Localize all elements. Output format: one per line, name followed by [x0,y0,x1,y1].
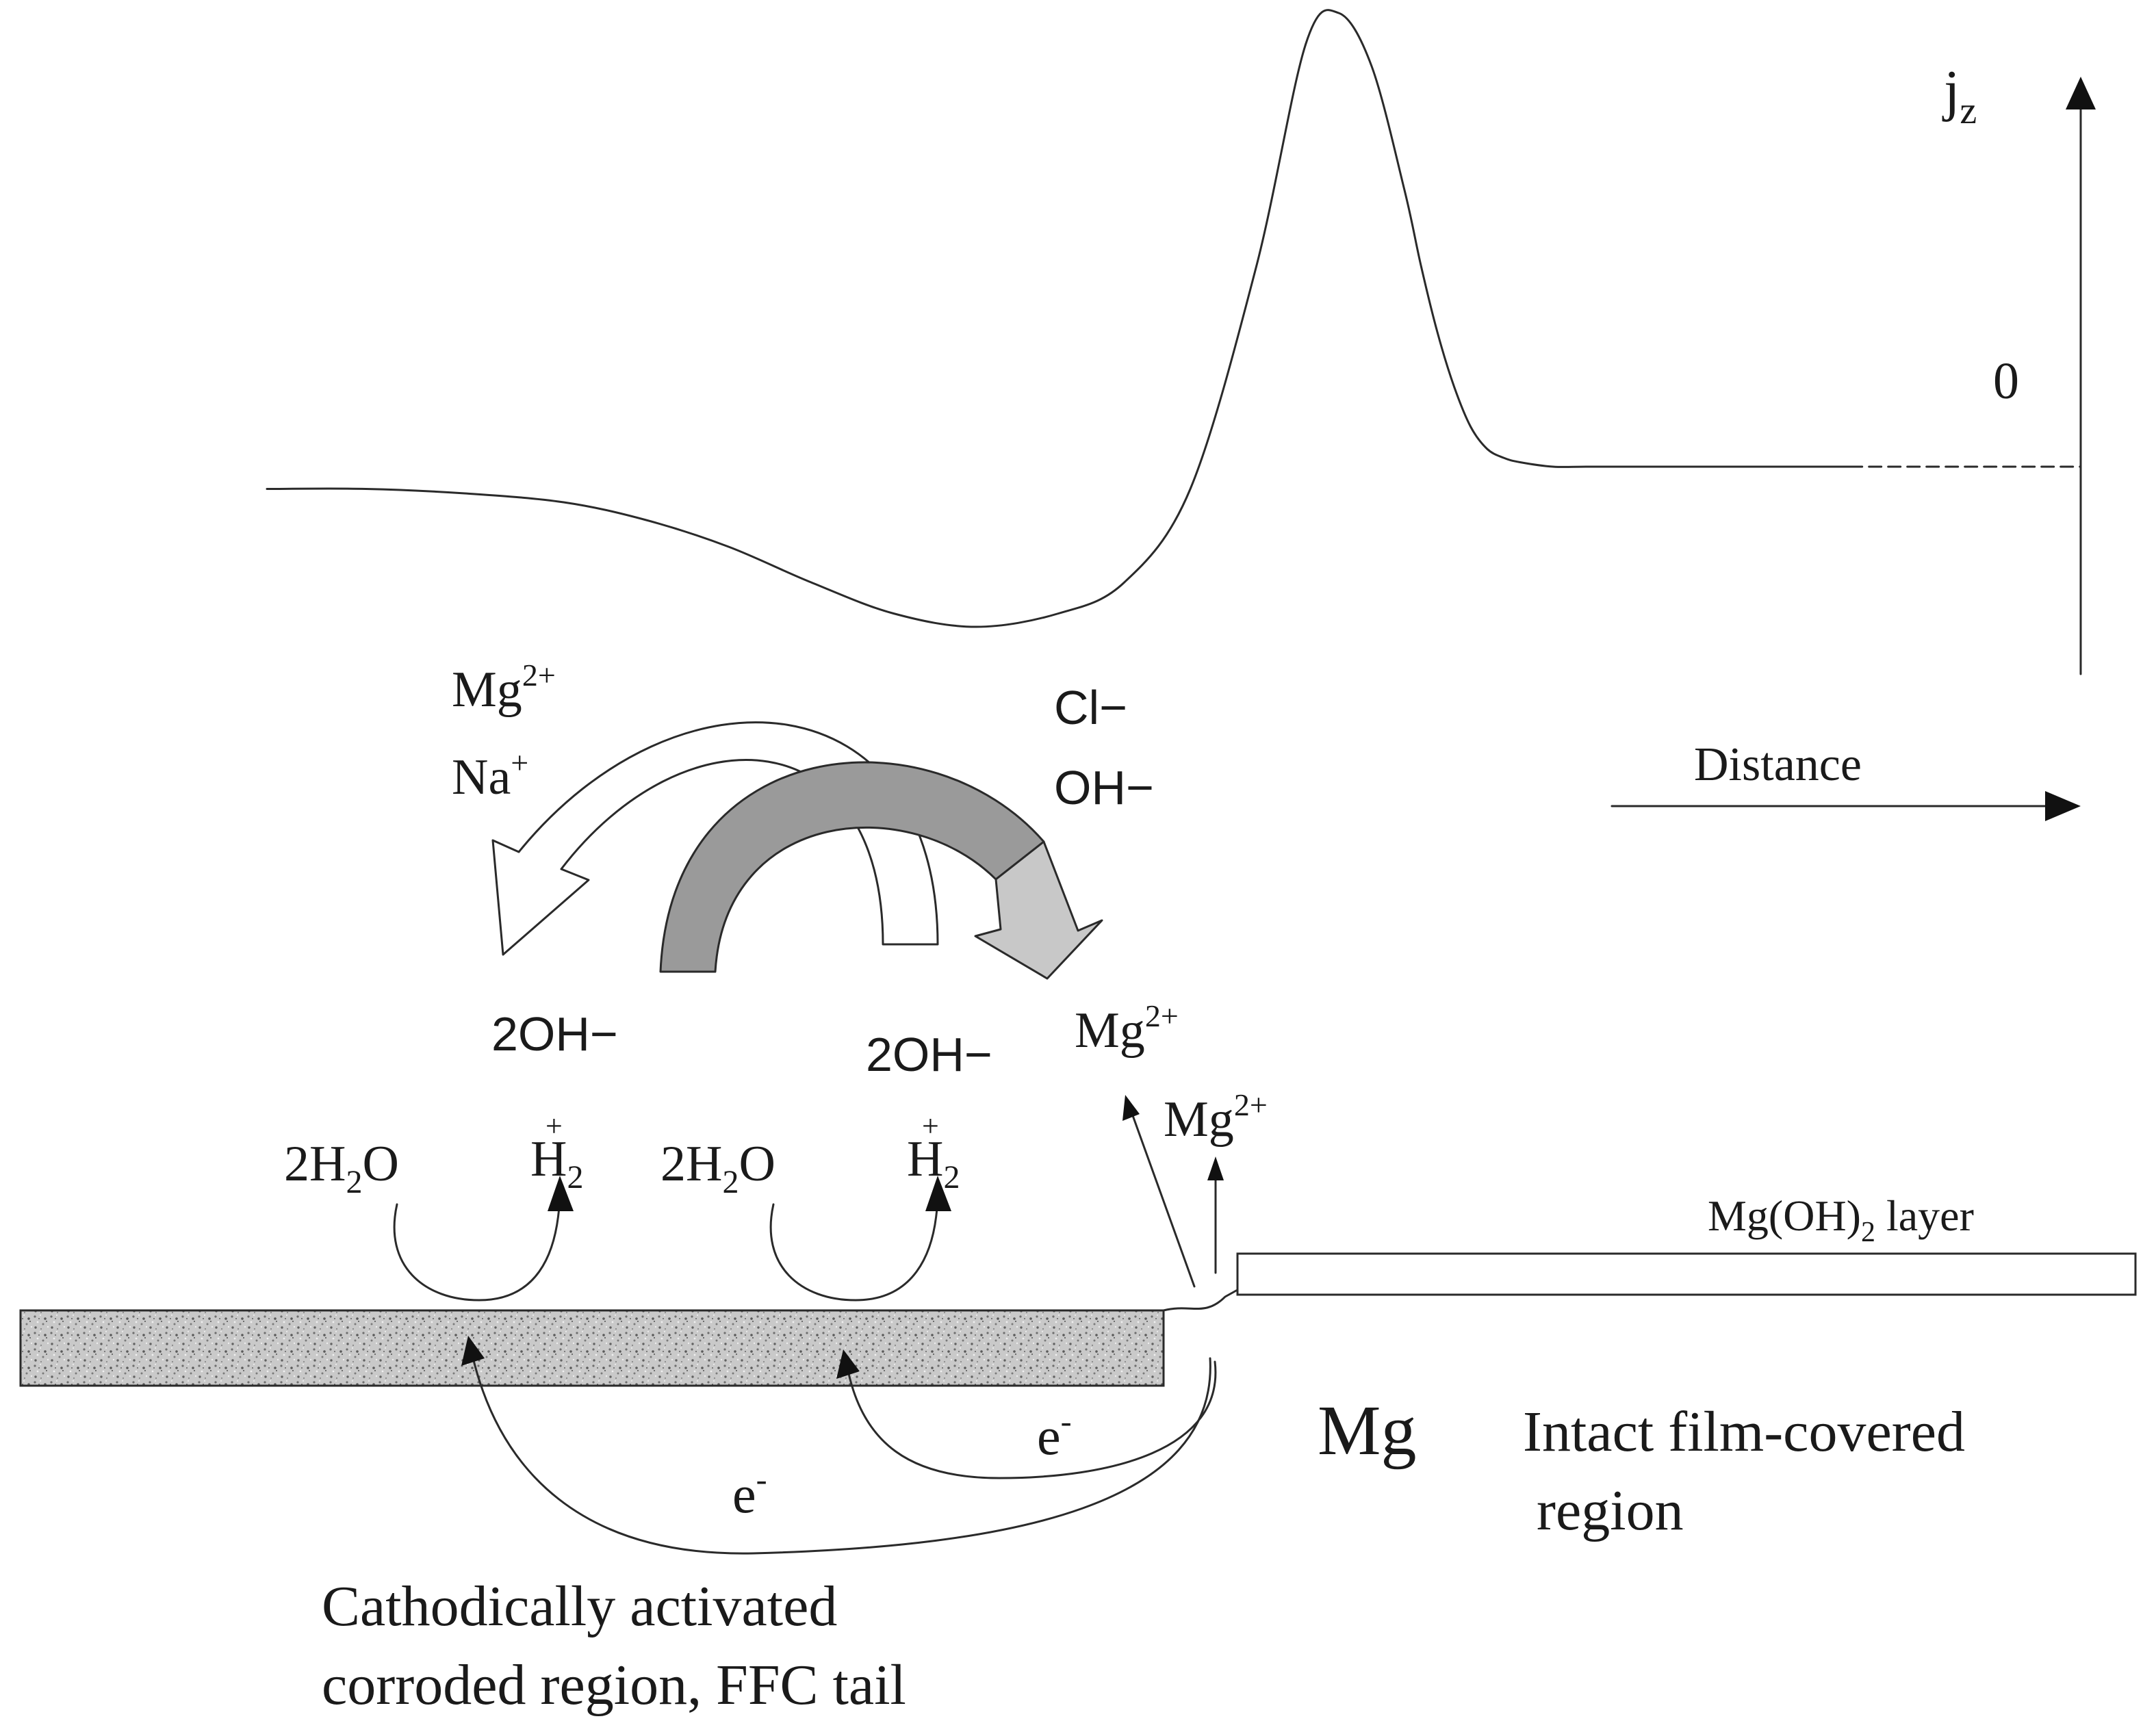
hydrogen-label-left: H2 [530,1131,583,1195]
distance-label: Distance [1694,738,1862,791]
corroded-region-bar [19,1309,1165,1387]
mg-release-arrowhead-diagonal [1122,1095,1140,1121]
mg-release-arrowhead-vertical [1207,1156,1224,1180]
electron-flow-arrow-inner [846,1360,1217,1479]
zero-label: 0 [1993,352,2019,410]
electron-flow-arrowhead-inner [836,1349,860,1379]
water-label-left: 2H2O [284,1136,399,1200]
mg-release-arrow-diagonal [1129,1109,1196,1288]
current-density-plot: jz 0 Distance [266,9,2096,821]
intact-region-label-line2: region [1537,1479,1684,1542]
reaction-arrowhead-right [925,1176,951,1211]
mg-hydroxide-film [1236,1252,2137,1296]
anodic-head-surface [1162,1289,1239,1312]
cation-label-mg: Mg2+ [452,658,556,718]
substrate: Mg(OH)2 layer [19,1191,2137,1387]
reaction-arrow-left [393,1193,561,1302]
cation-label-na: Na+ [452,745,528,805]
film-label: Mg(OH)2 layer [1708,1191,1974,1248]
reaction-arrow-right [769,1193,939,1302]
jz-axis-label: jz [1942,59,1977,132]
anion-migration-arrow-dark [659,761,1045,973]
hydroxide-label-right: 2OH− [866,1028,992,1081]
electron-label-outer: e- [732,1462,767,1524]
jz-axis-arrowhead [2066,77,2096,109]
intact-region-label-line1: Intact film-covered [1523,1400,1965,1464]
hydrogen-label-right: H2 [907,1131,960,1195]
reaction-arrowhead-left [548,1176,574,1211]
distance-arrow-head [2045,791,2081,821]
current-density-curve [266,9,1851,628]
ion-migration-arrows [491,721,1103,980]
electron-flow-arrowhead-outer [461,1336,485,1366]
mg-ion-label-lower: Mg2+ [1164,1087,1268,1148]
plus-label-right: + [922,1109,939,1143]
corroded-region-label-line2: corroded region, FFC tail [322,1653,906,1717]
mg-ion-label-upper: Mg2+ [1075,998,1179,1059]
anion-label-oh: OH− [1054,761,1154,814]
water-label-right: 2H2O [660,1136,775,1200]
corroded-region-label-line1: Cathodically activated [322,1575,837,1638]
anion-migration-arrow-head [974,840,1103,980]
anion-label-cl: Cl− [1054,681,1127,734]
plus-label-left: + [546,1109,563,1143]
electron-flow-arrow-outer [471,1354,1211,1555]
hydroxide-label-left: 2OH− [491,1007,618,1061]
metal-label: Mg [1318,1391,1416,1470]
electron-label-inner: e- [1037,1403,1072,1466]
